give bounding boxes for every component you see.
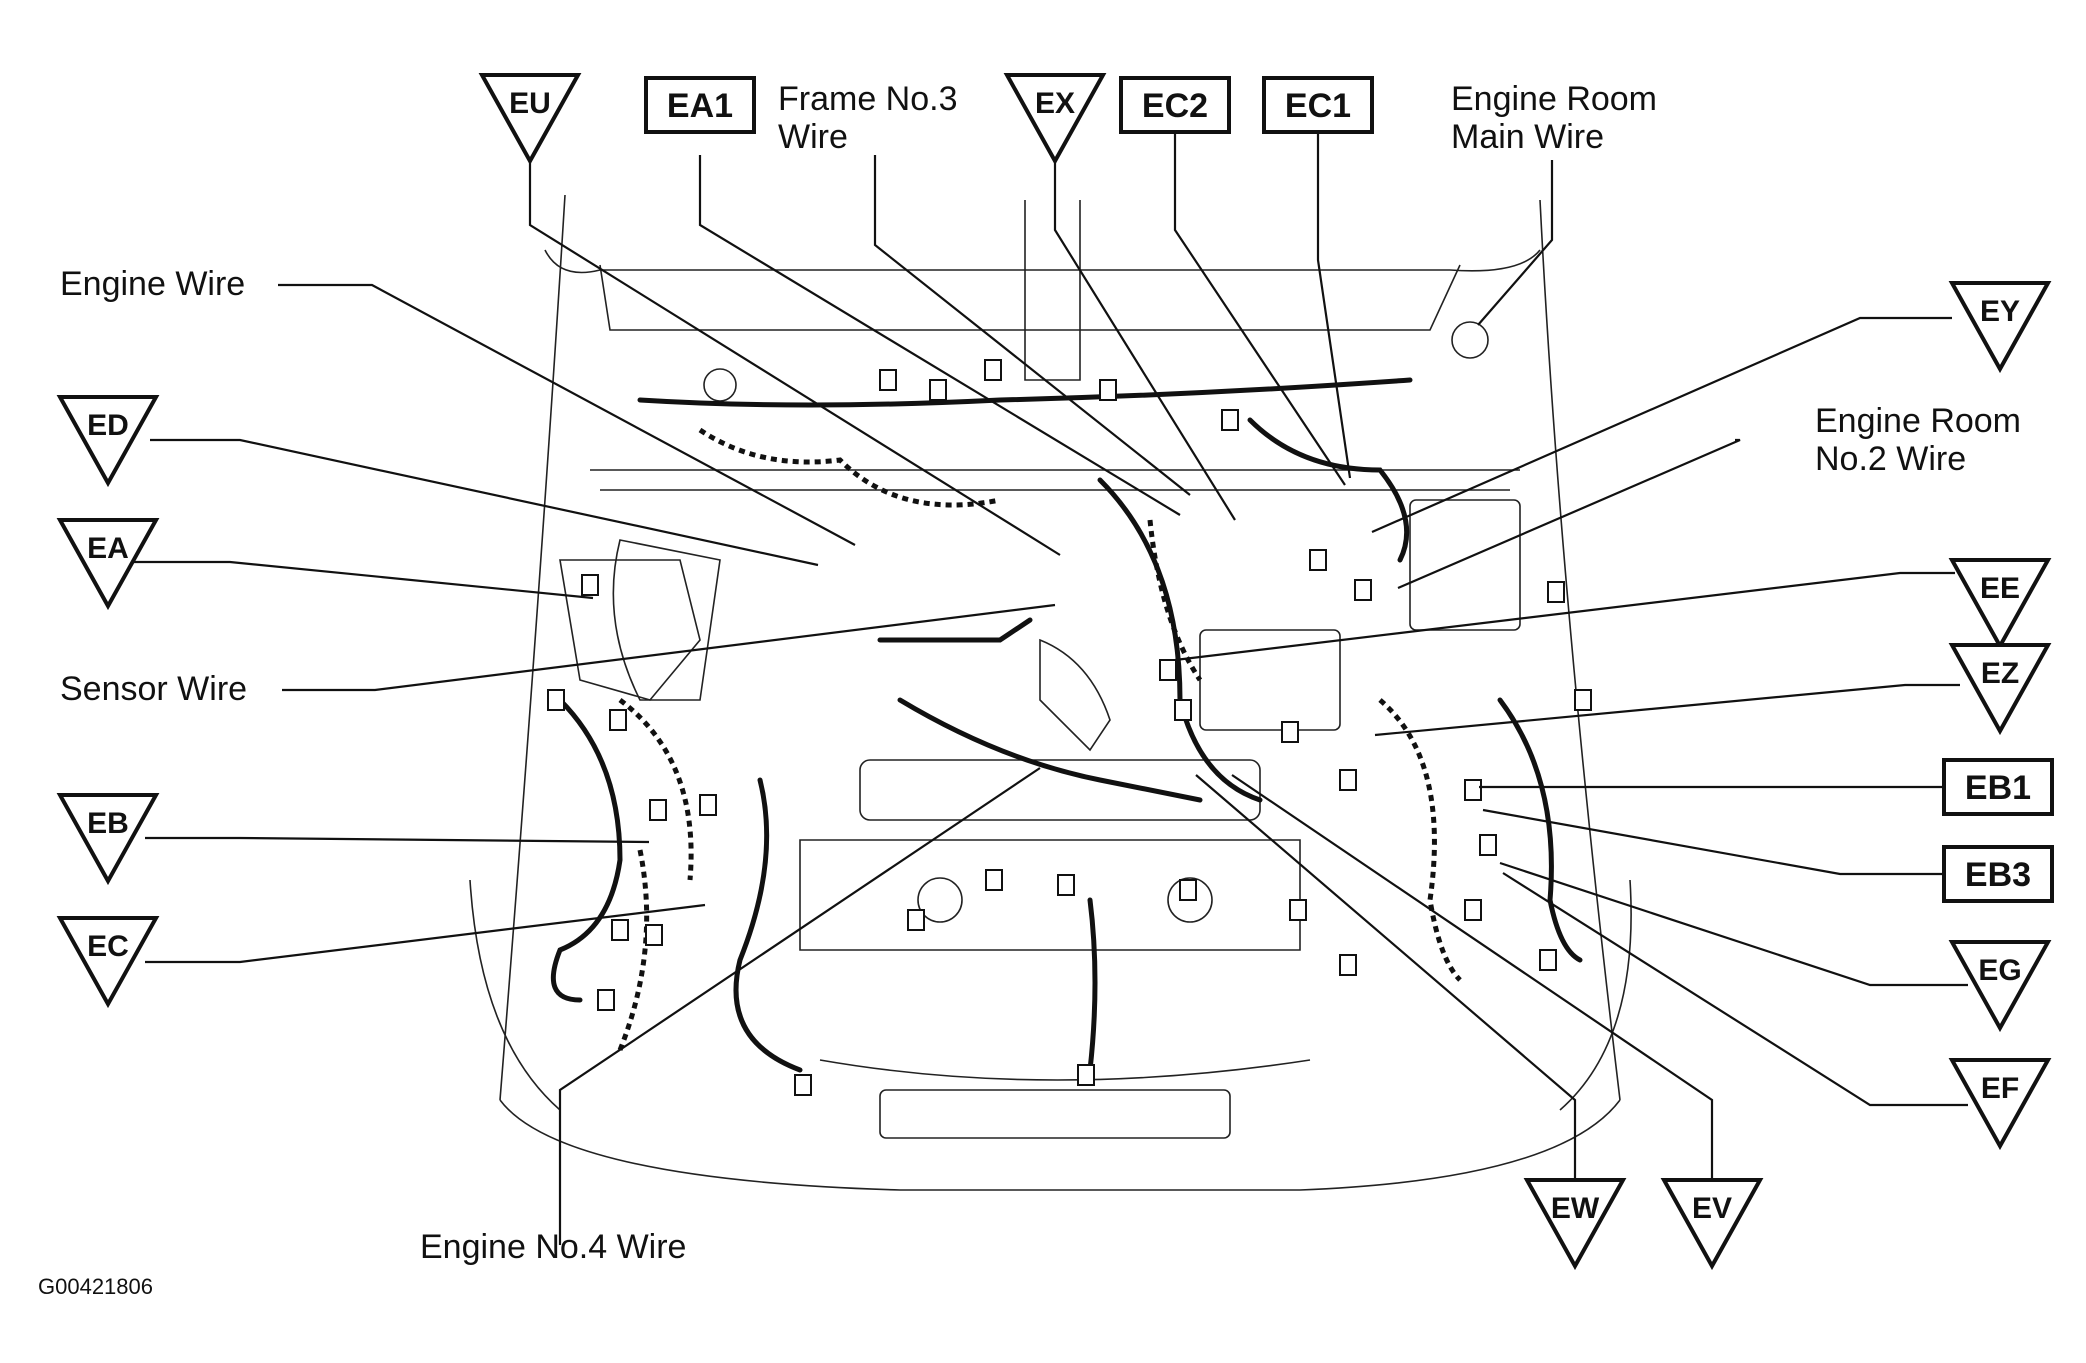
connector-code-label: EC bbox=[87, 930, 129, 963]
engine-room-no2-wire-label-line2: No.2 Wire bbox=[1815, 440, 1966, 478]
box-callout-icon bbox=[1942, 845, 2054, 903]
connector-code-label: EZ bbox=[1981, 657, 2019, 690]
connector-ef-callout: EF bbox=[1948, 1058, 2052, 1151]
connector-ec-callout: EC bbox=[56, 916, 160, 1009]
box-callout-icon bbox=[1942, 758, 2054, 816]
engine-wire-label: Engine Wire bbox=[60, 265, 245, 303]
connector-code-label: EG bbox=[1978, 954, 2021, 987]
connector-code-label: EA bbox=[87, 532, 129, 565]
triangle-callout-icon bbox=[1948, 1058, 2052, 1151]
figure-id: G00421806 bbox=[38, 1274, 153, 1299]
triangle-callout-icon bbox=[1948, 558, 2052, 651]
box-callout-icon bbox=[1262, 76, 1374, 134]
triangle-callout-icon bbox=[1948, 940, 2052, 1033]
connector-eg-callout: EG bbox=[1948, 940, 2052, 1033]
box-callout-icon bbox=[1119, 76, 1231, 134]
connector-eb-callout: EB bbox=[56, 793, 160, 886]
connector-code-label: EE bbox=[1980, 572, 2020, 605]
connector-ed-callout: ED bbox=[56, 395, 160, 488]
connector-ec2-callout: EC2 bbox=[1119, 76, 1231, 134]
connector-code-label: EV bbox=[1692, 1192, 1732, 1225]
connector-code-label: EU bbox=[509, 87, 551, 120]
connector-ec1-callout: EC1 bbox=[1262, 76, 1374, 134]
connector-ex-callout: EX bbox=[1003, 73, 1107, 166]
connector-eb3-callout: EB3 bbox=[1942, 845, 2054, 903]
connector-blocks bbox=[547, 359, 1592, 1096]
triangle-callout-icon bbox=[1948, 643, 2052, 736]
connector-code-label: ED bbox=[87, 409, 129, 442]
triangle-callout-icon bbox=[1003, 73, 1107, 166]
triangle-callout-icon bbox=[1523, 1178, 1627, 1271]
connector-ea-callout: EA bbox=[56, 518, 160, 611]
frame-no3-wire-label-line1: Frame No.3 bbox=[778, 80, 958, 118]
frame-no3-wire-label-line2: Wire bbox=[778, 118, 848, 156]
connector-code-label: EY bbox=[1980, 295, 2020, 328]
connector-code-label: EB3 bbox=[1965, 856, 2031, 894]
triangle-callout-icon bbox=[478, 73, 582, 166]
connector-eu-callout: EU bbox=[478, 73, 582, 166]
triangle-callout-icon bbox=[1660, 1178, 1764, 1271]
connector-code-label: EF bbox=[1981, 1072, 2019, 1105]
connector-ee-callout: EE bbox=[1948, 558, 2052, 651]
connector-code-label: EX bbox=[1035, 87, 1075, 120]
connector-ez-callout: EZ bbox=[1948, 643, 2052, 736]
engine-room-main-wire-label-line1: Engine Room bbox=[1451, 80, 1657, 118]
triangle-callout-icon bbox=[56, 916, 160, 1009]
connector-eb1-callout: EB1 bbox=[1942, 758, 2054, 816]
connector-code-label: EC1 bbox=[1285, 87, 1351, 125]
connector-code-label: EW bbox=[1551, 1192, 1600, 1225]
engine-no4-wire-label: Engine No.4 Wire bbox=[420, 1228, 686, 1266]
connector-ew-callout: EW bbox=[1523, 1178, 1627, 1271]
connector-code-label: EB bbox=[87, 807, 129, 840]
vehicle-outline bbox=[469, 194, 1632, 1191]
box-callout-icon bbox=[644, 76, 756, 134]
wire-harness bbox=[550, 377, 1583, 1073]
engine-room-no2-wire-label-line1: Engine Room bbox=[1815, 402, 2021, 440]
triangle-callout-icon bbox=[56, 518, 160, 611]
connector-code-label: EC2 bbox=[1142, 87, 1208, 125]
connector-ev-callout: EV bbox=[1660, 1178, 1764, 1271]
leader-lines bbox=[130, 130, 1968, 1245]
triangle-callout-icon bbox=[56, 395, 160, 488]
connector-ey-callout: EY bbox=[1948, 281, 2052, 374]
engine-room-main-wire-label-line2: Main Wire bbox=[1451, 118, 1604, 156]
connector-code-label: EA1 bbox=[667, 87, 733, 125]
triangle-callout-icon bbox=[56, 793, 160, 886]
connector-callouts: EU EX EY ED EA EE EZ EB EC EG EF EW EV EA1 EC2 EC1EB1EB… bbox=[56, 73, 2054, 1271]
connector-code-label: EB1 bbox=[1965, 769, 2031, 807]
connector-ea1-callout: EA1 bbox=[644, 76, 756, 134]
sensor-wire-label: Sensor Wire bbox=[60, 670, 247, 708]
wire-labels: Frame No.3 Wire Engine Room Main Wire En… bbox=[38, 80, 2021, 1299]
triangle-callout-icon bbox=[1948, 281, 2052, 374]
